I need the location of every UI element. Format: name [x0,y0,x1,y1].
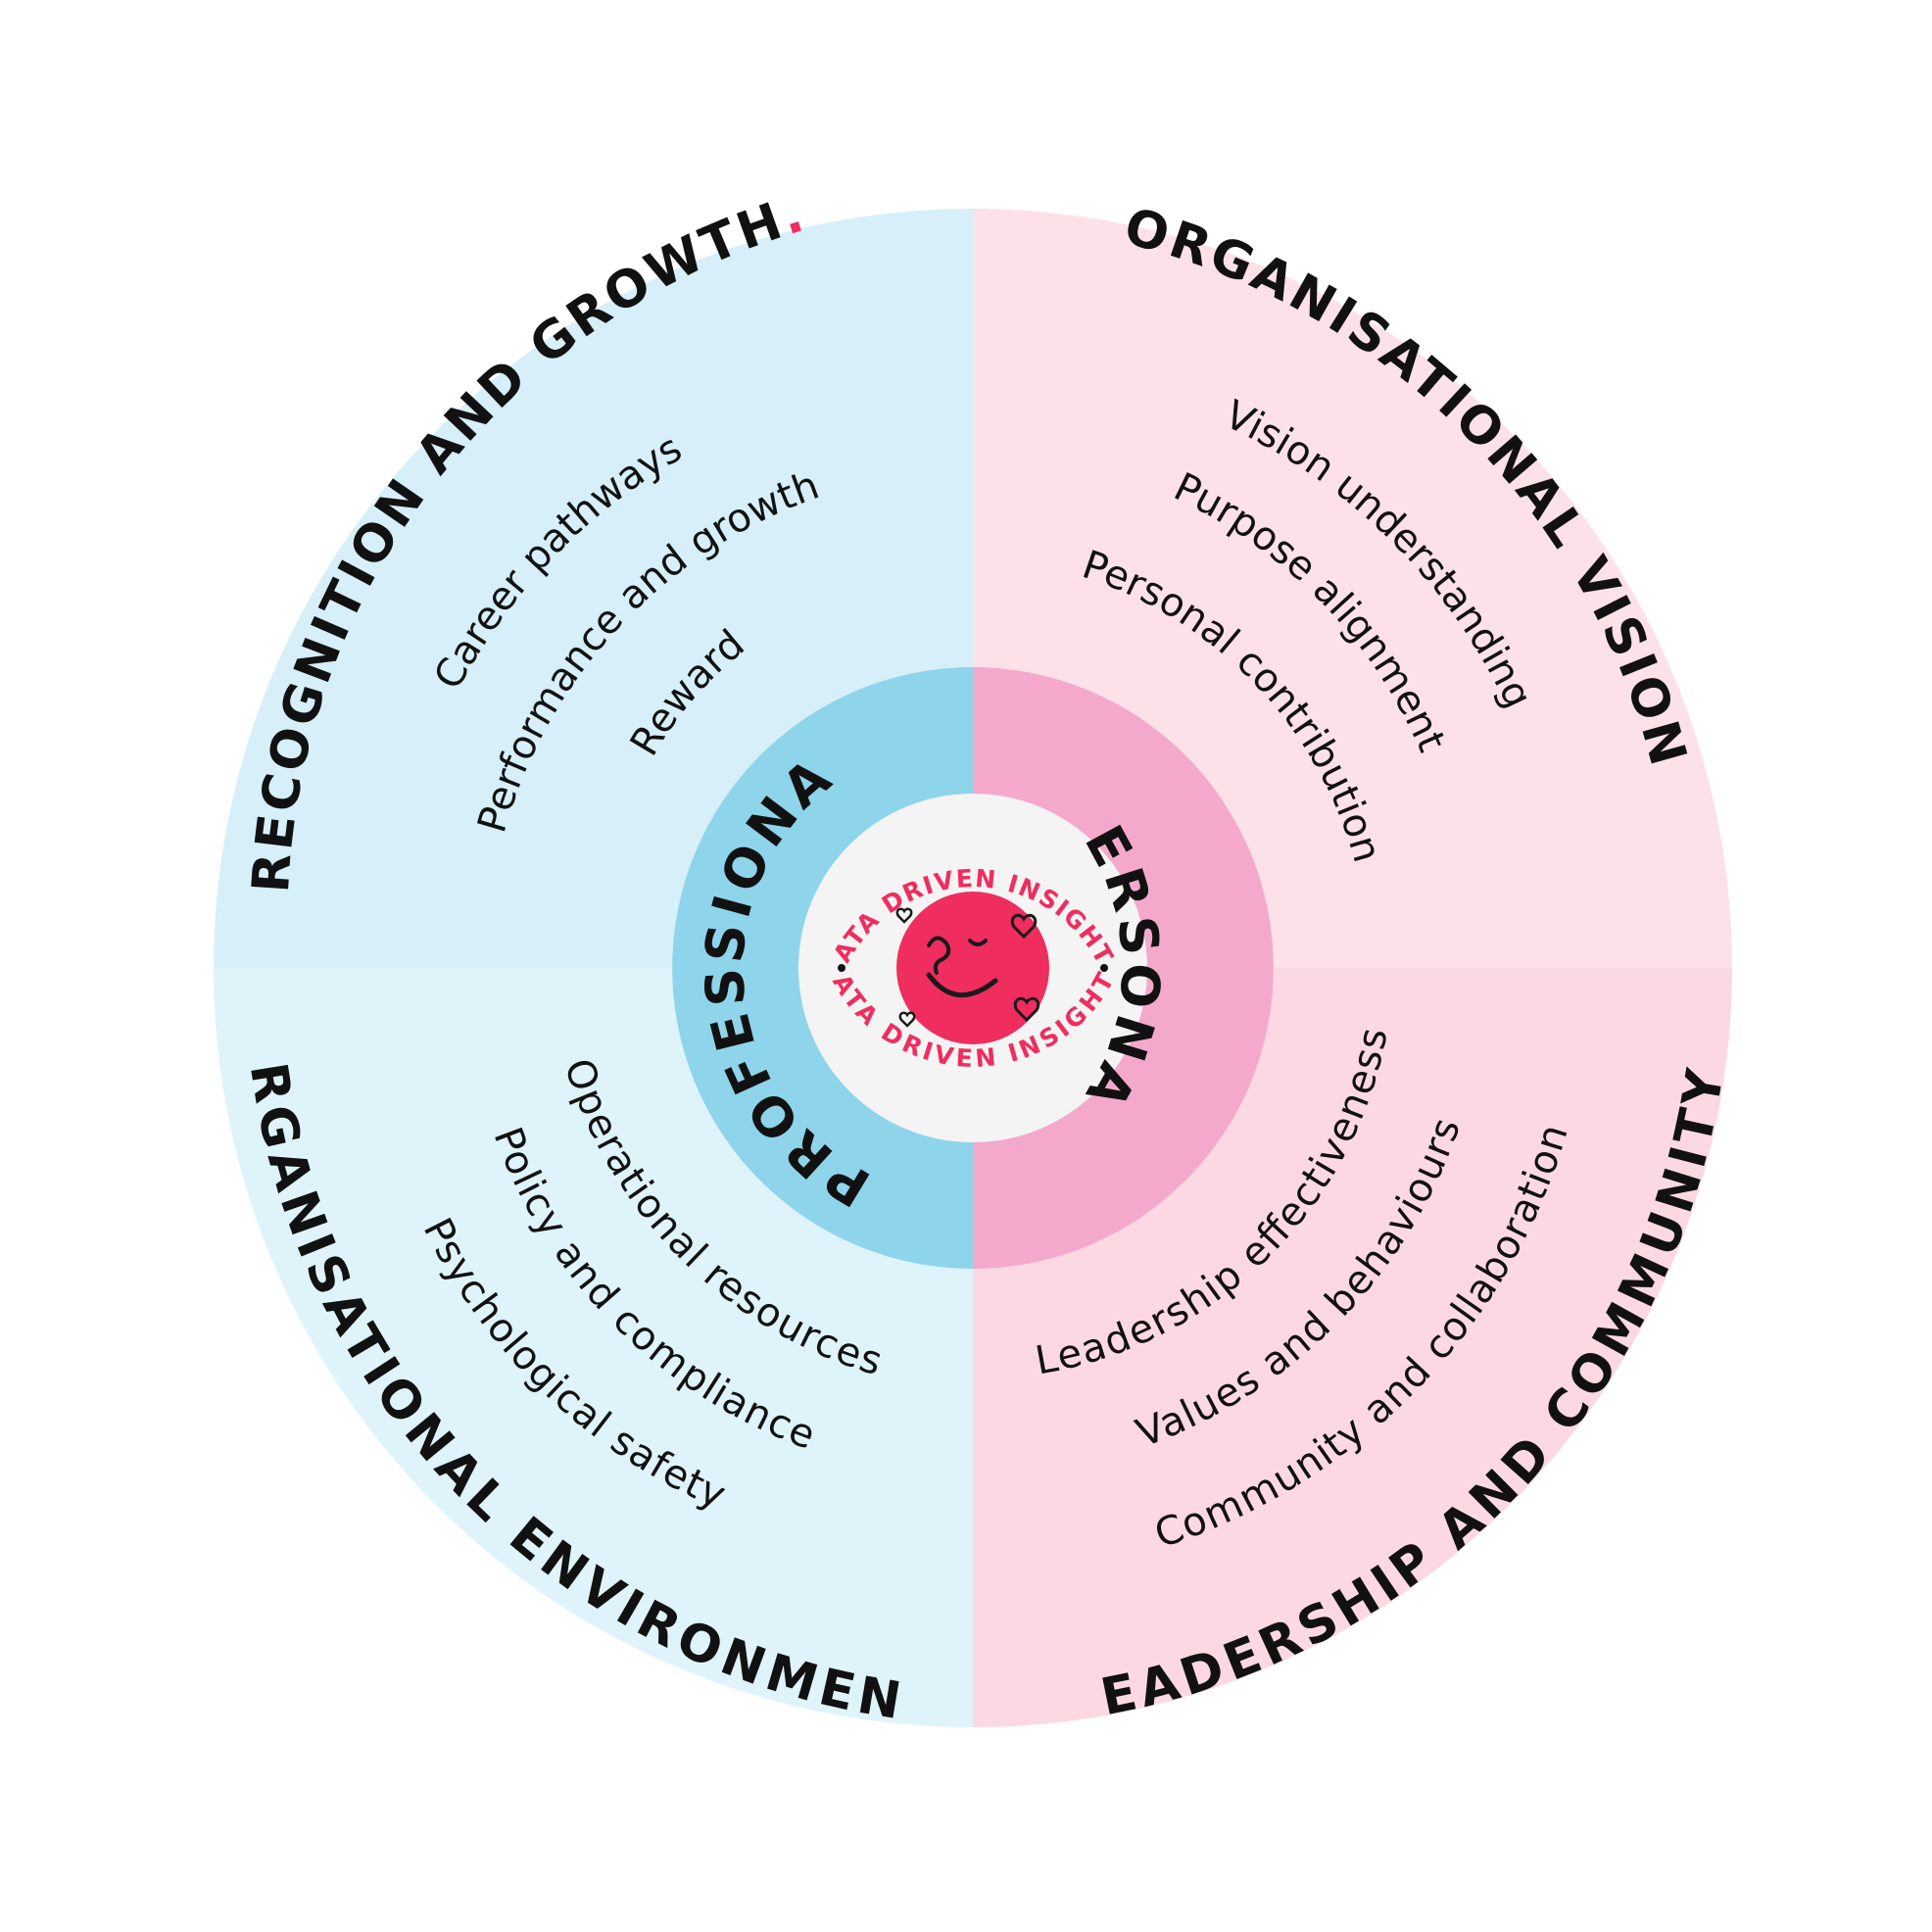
smiley-face-icon [895,892,1049,1044]
heart-icon [898,1011,916,1028]
smiley-mouth [926,972,998,997]
heart-icon [1013,996,1040,1023]
badge-separator-dot [1100,964,1108,972]
badge-separator-dot [838,964,845,972]
heart-icon [895,907,913,924]
heart-icon [1010,913,1038,940]
smiley-right-eye [968,939,988,946]
smiley-left-eye [927,936,951,975]
title-dot: . [0,0,11,50]
smiley-face-circle [896,892,1049,1044]
title-dot: . [0,0,11,13]
title-dot: . [0,0,11,50]
